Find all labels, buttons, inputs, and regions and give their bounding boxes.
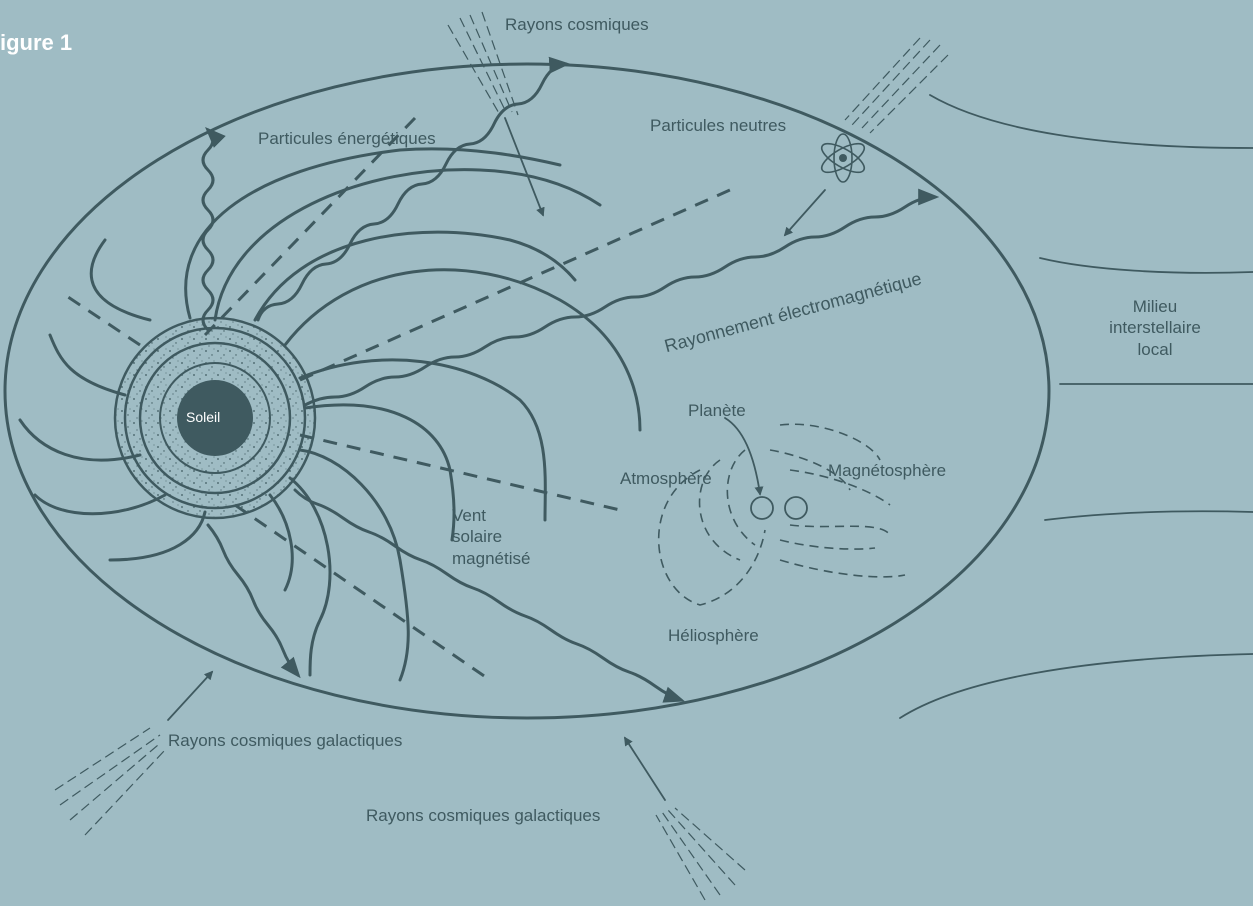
label-local-ism: Milieu interstellaire local <box>1090 296 1220 360</box>
label-cosmic-rays: Rayons cosmiques <box>505 15 649 34</box>
figure-title: igure 1 <box>0 30 73 55</box>
atom-icon <box>820 133 866 183</box>
local-ism-line-3: local <box>1137 339 1173 359</box>
interstellar-flow-lines <box>899 94 1253 719</box>
label-planet: Planète <box>688 401 746 420</box>
label-atmosphere: Atmosphère <box>620 469 712 488</box>
label-neutral-particles: Particules neutres <box>650 116 787 135</box>
label-sun: Soleil <box>186 409 221 425</box>
solar-wind-line-2: solaire <box>452 527 503 547</box>
neutral-particles-stream <box>783 37 949 237</box>
label-heliosphere: Héliosphère <box>668 626 759 645</box>
local-ism-line-2: interstellaire <box>1109 318 1201 338</box>
cosmic-rays-top <box>447 11 545 217</box>
em-radiation-waves <box>201 56 940 703</box>
galactic-rays-bottom <box>624 736 746 901</box>
solar-wind-line-1: Vent <box>452 506 487 525</box>
planet-system <box>657 417 906 606</box>
local-ism-line-1: Milieu <box>1132 297 1178 316</box>
label-magnetosphere: Magnétosphère <box>828 461 947 480</box>
solar-wind-line-3: magnétisé <box>452 548 531 568</box>
label-energetic-particles: Particules énergétiques <box>258 129 436 148</box>
label-galactic-rays-left: Rayons cosmiques galactiques <box>168 731 403 750</box>
label-galactic-rays-bottom: Rayons cosmiques galactiques <box>366 806 601 825</box>
solar-wind-field-lines <box>18 147 642 682</box>
dashed-rays <box>64 116 731 682</box>
label-solar-wind: Vent solaire magnétisé <box>452 505 530 569</box>
galactic-rays-left <box>54 670 214 836</box>
heliosphere-boundary <box>3 62 1051 720</box>
sun <box>113 316 317 520</box>
